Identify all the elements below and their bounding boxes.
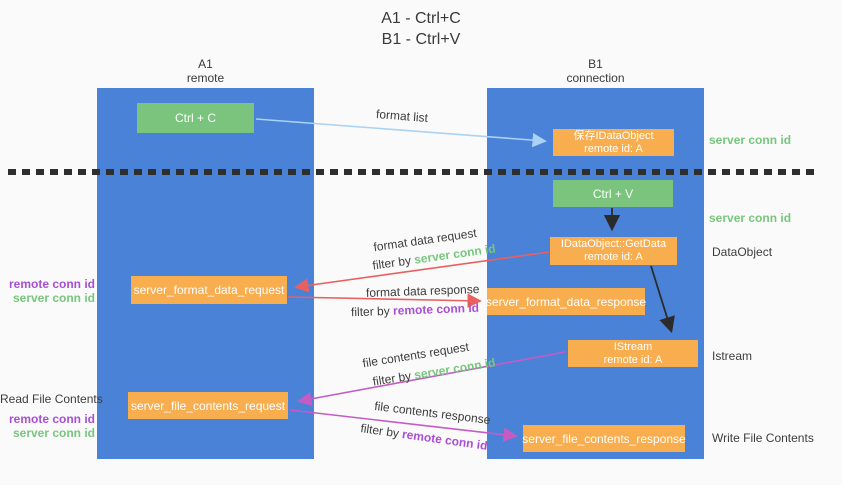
dashed-separator-line <box>8 169 820 175</box>
ctrl-v-box: Ctrl + V <box>553 180 673 207</box>
lane-a1-role: remote <box>186 71 225 85</box>
save-idataobject-line1: 保存IDataObject <box>573 129 654 142</box>
lane-b1-role: connection <box>566 71 625 85</box>
title-line-2: B1 - Ctrl+V <box>381 31 461 48</box>
server-format-data-request-box: server_format_data_request <box>131 276 287 304</box>
format-data-response-arrow <box>287 293 482 308</box>
format-data-request-arrow <box>294 251 550 293</box>
server-format-data-response-label: server_format_data_response <box>485 294 647 309</box>
getdata-line1: IDataObject::GetData <box>560 238 667 250</box>
format-list-arrow <box>255 118 547 148</box>
left-server-conn-id-2: server conn id <box>12 426 95 440</box>
ctrl-v-label: Ctrl + V <box>592 186 634 201</box>
dataobject-label: DataObject <box>712 245 773 259</box>
server-file-contents-request-box: server_file_contents_request <box>128 392 288 419</box>
remote-conn-id-text: remote conn id <box>392 300 480 318</box>
save-idataobject-box: 保存IDataObject remote id: A <box>553 129 674 156</box>
filter-by-text: filter by <box>350 303 394 320</box>
file-contents-response-arrow <box>289 409 518 442</box>
ctrl-c-label: Ctrl + C <box>174 111 216 125</box>
diagram-title: A1 - Ctrl+C B1 - Ctrl+V <box>0 8 842 50</box>
lane-a1-name: A1 <box>198 57 213 71</box>
ctrl-c-box: Ctrl + C <box>137 103 254 133</box>
server-format-data-request-label: server_format_data_request <box>133 283 285 297</box>
getdata-box: IDataObject::GetData remote id: A <box>550 237 677 265</box>
file-contents-request-arrow <box>297 351 566 406</box>
istream-label: Istream <box>712 349 753 363</box>
getdata-to-istream-arrow <box>650 265 675 334</box>
server-format-data-response-box: server_format_data_response <box>485 288 647 315</box>
right-server-conn-id-1: server conn id <box>709 133 792 147</box>
lane-header-a1: A1 remote <box>97 57 314 85</box>
write-file-contents-label: Write File Contents <box>712 431 814 445</box>
left-remote-conn-id-2: remote conn id <box>8 412 95 426</box>
lane-header-b1: B1 connection <box>487 57 704 85</box>
istream-box: IStream remote id: A <box>568 340 698 367</box>
left-server-conn-id-1: server conn id <box>12 291 95 305</box>
getdata-line2: remote id: A <box>584 251 643 263</box>
save-idataobject-line2: remote id: A <box>584 142 643 155</box>
server-file-contents-response-label: server_file_contents_response <box>522 431 686 446</box>
left-remote-conn-id-1: remote conn id <box>8 277 95 291</box>
read-file-contents-label: Read File Contents <box>0 392 103 406</box>
server-file-contents-response-box: server_file_contents_response <box>522 425 686 452</box>
right-server-conn-id-2: server conn id <box>709 211 792 225</box>
server-file-contents-request-label: server_file_contents_request <box>130 398 286 413</box>
title-line-1: A1 - Ctrl+C <box>381 10 461 27</box>
istream-line1: IStream <box>613 340 653 353</box>
lane-b1-name: B1 <box>588 57 603 71</box>
istream-line2: remote id: A <box>603 353 663 366</box>
